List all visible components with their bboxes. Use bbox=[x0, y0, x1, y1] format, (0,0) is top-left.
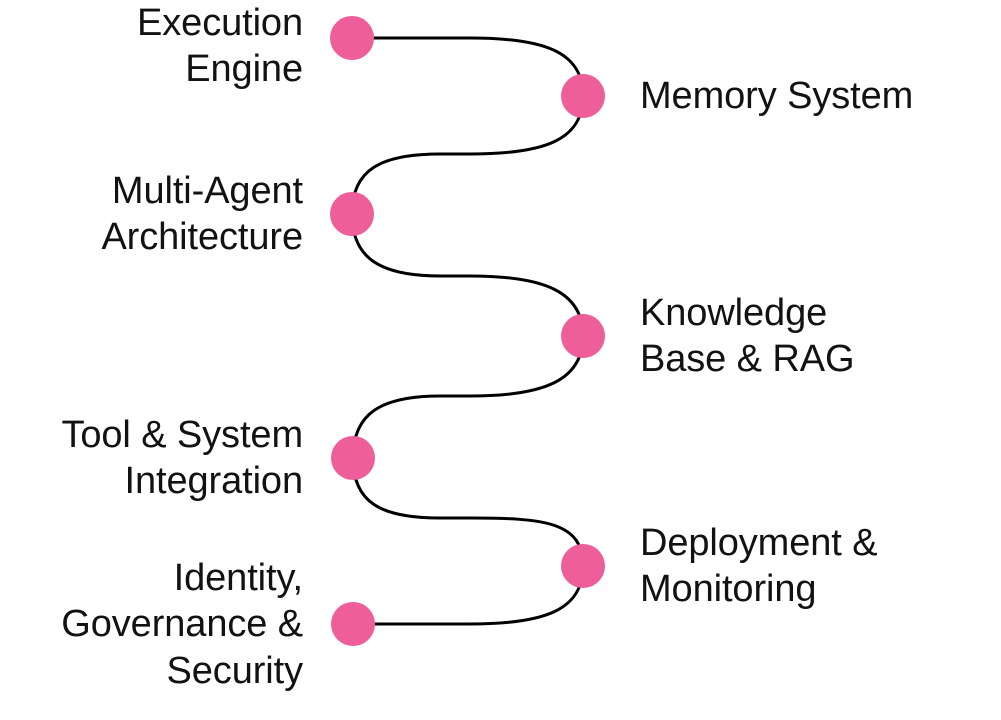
serpentine-connector-path bbox=[350, 36, 585, 626]
node-dot-execution-engine[interactable] bbox=[330, 16, 374, 60]
node-label-deployment-monitoring: Deployment & Monitoring bbox=[640, 522, 878, 611]
node-dot-deployment-monitoring[interactable] bbox=[561, 544, 605, 588]
node-label-tool-system-integration: Tool & System Integration bbox=[61, 414, 303, 503]
node-label-memory-system: Memory System bbox=[640, 75, 914, 117]
node-dot-knowledge-base-rag[interactable] bbox=[561, 314, 605, 358]
node-label-identity-governance-security: Identity, Governance & Security bbox=[61, 557, 303, 692]
node-dot-identity-governance-security[interactable] bbox=[331, 602, 375, 646]
node-label-knowledge-base-rag: Knowledge Base & RAG bbox=[640, 292, 855, 381]
node-label-execution-engine: Execution Engine bbox=[137, 2, 303, 91]
node-dot-memory-system[interactable] bbox=[561, 74, 605, 118]
node-dot-group bbox=[330, 16, 605, 646]
node-dot-tool-system-integration[interactable] bbox=[331, 436, 375, 480]
node-dot-multi-agent-architecture[interactable] bbox=[330, 192, 374, 236]
node-label-multi-agent-architecture: Multi-Agent Architecture bbox=[101, 170, 303, 259]
